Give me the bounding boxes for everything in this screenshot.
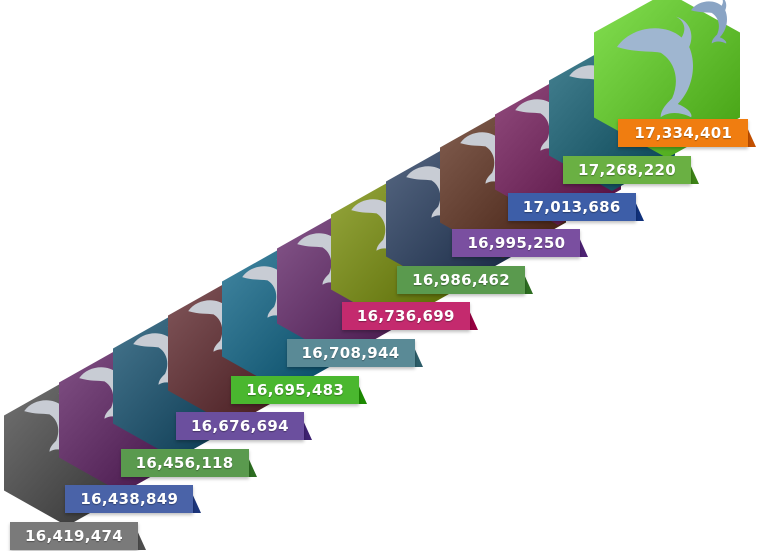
step-value: 16,995,250 (452, 229, 581, 258)
dolphin-icon (616, 16, 693, 117)
step-tile (592, 0, 742, 160)
step-value: 17,334,401 (618, 119, 749, 148)
dolphin-icon (78, 360, 123, 419)
value-ribbon: 16,708,944 (286, 339, 423, 367)
ribbon-fold (578, 235, 589, 258)
value-ribbon: 16,676,694 (175, 412, 312, 441)
dolphin-icon (405, 159, 450, 218)
ribbon-fold (357, 381, 368, 404)
value-ribbon: 17,334,401 (618, 119, 757, 148)
ribbon-fold (523, 271, 534, 294)
ribbon-fold (412, 345, 423, 367)
ribbon-fold (746, 125, 757, 148)
value-ribbon: 17,013,686 (507, 192, 644, 221)
step-value: 17,268,220 (563, 156, 691, 184)
value-ribbon: 16,695,483 (231, 375, 368, 404)
dolphin-icon (187, 293, 232, 352)
dolphin-icon (351, 192, 396, 251)
step-value: 16,438,849 (65, 485, 194, 514)
hexagon-tile (593, 0, 740, 158)
step-value: 16,708,944 (286, 339, 415, 367)
dolphin-icon (133, 326, 178, 385)
dolphin-icon (296, 226, 341, 285)
step-value: 17,013,686 (507, 192, 636, 221)
value-ribbon: 17,268,220 (563, 156, 699, 184)
step-value: 16,695,483 (231, 375, 360, 404)
dolphin-icon (242, 259, 287, 318)
dolphin-icon (24, 393, 69, 452)
value-ribbon: 16,456,118 (120, 448, 257, 477)
value-ribbon: 16,986,462 (397, 265, 534, 294)
dolphin-icon (460, 125, 505, 184)
ribbon-fold (689, 162, 699, 184)
dolphin-icon (690, 0, 727, 43)
step-value: 16,736,699 (341, 302, 470, 331)
ribbon-fold (191, 491, 202, 514)
step-value: 16,676,694 (175, 412, 304, 441)
step-value: 16,986,462 (397, 265, 526, 294)
value-ribbon: 16,736,699 (341, 302, 478, 331)
ribbon-fold (301, 418, 312, 441)
value-ribbon: 16,995,250 (452, 229, 589, 258)
ribbon-fold (633, 198, 644, 221)
ribbon-fold (246, 454, 257, 477)
dolphin-icon (514, 92, 559, 151)
ribbon-fold (467, 308, 478, 331)
step-value: 16,456,118 (120, 448, 249, 477)
step-value: 16,419,474 (10, 522, 138, 550)
value-ribbon: 16,419,474 (10, 522, 146, 550)
ribbon-fold (136, 528, 146, 550)
value-ribbon: 16,438,849 (65, 485, 202, 514)
